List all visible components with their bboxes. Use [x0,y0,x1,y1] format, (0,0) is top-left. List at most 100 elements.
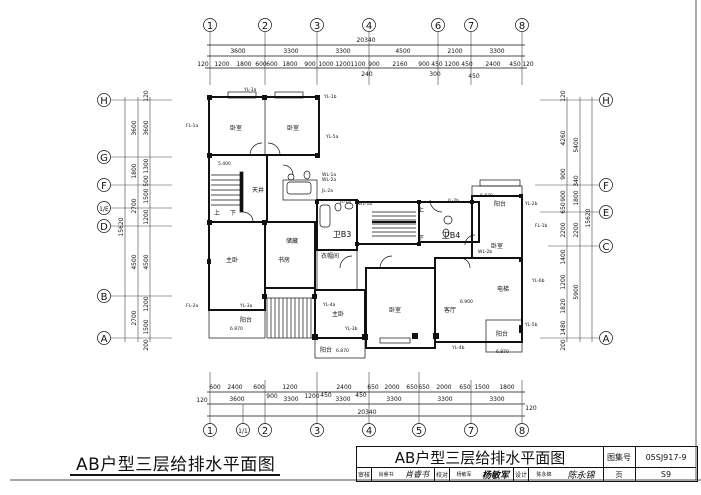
dim-label: 450 [509,61,521,68]
dim-label: 1800 [499,384,514,391]
designer-name: 陈永锦 [536,472,552,478]
dim-label: 4500 [143,254,150,269]
dim-label: 1820 [560,298,567,313]
checker-name: 杨敏军 [456,472,472,478]
dim-label: 3300 [283,48,298,55]
axis-label: 7 [468,21,474,32]
dim-label: 2700 [131,310,138,325]
dim-label: 1500 [143,188,150,203]
dim-label: 650 [418,384,430,391]
pipe-tag: YL-1a [243,87,257,93]
axis-label: 4 [366,21,372,32]
axis-label: 3 [314,21,320,32]
room-label: 卫B4 [442,231,461,240]
pipe-tag: YL-4b [451,345,465,351]
left-total-dim: 15620 [118,217,125,236]
dim-label: 2200 [560,222,567,237]
page-label: 页 [603,468,636,481]
page-number: S9 [660,470,672,479]
dim-label: 340 [573,175,580,187]
room-label: 储藏 [286,237,298,245]
room-label: 卧室 [491,242,503,250]
dim-label: 1000 [318,61,333,68]
dim-label: 2700 [131,198,138,213]
pipe-tag: JL-2a [321,188,333,194]
pipe-tag: YL-3a [239,303,253,309]
dim-label: 1100 [350,61,365,68]
dim-label: 3300 [386,396,401,403]
pipe-tag: FL-1b [535,223,548,229]
room-label: 上 [214,209,220,217]
dim-label: 1400 [560,249,567,264]
bottom-dimension-lines [207,391,525,417]
dim-label: 200 [560,339,567,351]
dim-label: 4500 [131,254,138,269]
pipe-tag: WL-1b [358,201,372,207]
axis-bubble-top-3: 3 [310,18,324,32]
dim-label: 3600 [229,396,244,403]
dim-label: 450 [461,61,473,68]
structural-columns [207,95,523,340]
room-label: 衣帽间 [321,252,339,260]
elevation-label: 5.400 [218,161,231,167]
bottom-main-dims: 120 3600 3300 3300 3300 3300 3300 120 [196,396,537,412]
axis-label: 1 [207,21,213,32]
axis-label: 6 [435,21,441,32]
review-label: 审核 [357,468,372,481]
right-axis-lines [535,97,599,342]
bath-fixtures [286,170,453,238]
corridor-hatch [270,298,312,338]
dim-label: 1200 [335,61,350,68]
pipe-tag: YL-5a [325,134,339,140]
title-block: AB户型三层给排水平面图 图集号 05SJ917-9 审核 肖睿书 肖睿书 校对… [356,446,698,482]
dim-label: 900 [560,190,567,202]
room-labels: 卧室 卧室 天井 主卧 书房 主卧 卧室 卧室 客厅 衣帽间 储藏 阳台 阳台 … [214,124,509,354]
axis-label: 1 [207,426,213,437]
axis-label: E [603,208,609,219]
axis-bubble-top-2: 2 [258,18,272,32]
atlas-label: 图集号 [603,447,636,468]
windows [227,91,521,344]
dim-label: 2400 [336,384,351,391]
top-total-dim: 20340 [356,37,375,44]
dim-label: 2100 [447,48,462,55]
room-label: 阳台 [320,346,332,354]
pipe-tag: JL-1b [339,199,351,205]
axis-bubble-top-4: 4 [362,18,376,32]
top-dimension-lines [205,44,527,69]
stair-b-treads [372,211,416,237]
dim-label: 3300 [335,396,350,403]
right-dims: 120 4260 900 340 900 650 2200 1400 1200 … [560,90,592,351]
dim-label: 1800 [573,190,580,205]
axis-label: D [100,222,108,233]
dim-label: 900 [266,393,278,400]
left-axis-bubbles: H G F 1/E D B A [97,93,111,345]
dim-label: 1200 [560,274,567,289]
dim-label: 450 [468,73,480,80]
pipe-tag: FL-2a [186,303,199,309]
designer-signature: 陈永锦 [559,468,604,481]
pipe-tag: YL-2b [524,201,538,207]
top-main-dims: 3600 3300 3300 4500 2100 3300 [230,48,504,55]
pipe-tag: WL-2b [478,249,492,255]
axis-label: 2 [262,21,268,32]
elevation-label: 6.870 [496,349,509,355]
dim-label: 2400 [485,61,500,68]
room-label: 上 [418,206,424,214]
pipe-tag: YL-4a [322,302,336,308]
left-dims: 15620 3600 1800 2700 4500 2700 120 3600 … [118,90,150,351]
walls [208,96,523,359]
dim-label: 1800 [282,61,297,68]
top-extra-dims: 240 300 450 [361,71,480,80]
dim-label: 3300 [437,396,452,403]
left-axis-lines [111,97,172,342]
dim-label: 2000 [436,384,451,391]
dim-label: 3300 [489,48,504,55]
axis-bubble-top-6: 6 [431,18,445,32]
room-label: 下 [418,235,424,242]
axis-label: C [603,242,610,253]
top-axis-lines [209,32,523,85]
axis-label: 2 [262,426,268,437]
room-label: 卫B3 [333,230,352,239]
